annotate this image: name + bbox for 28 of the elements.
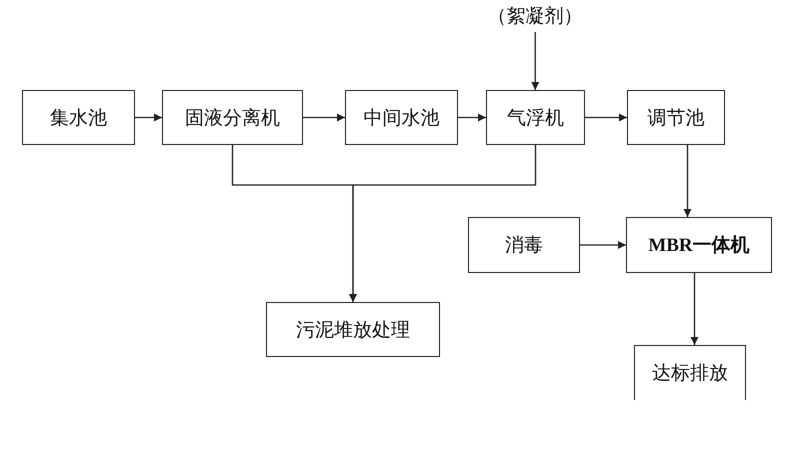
process-box xyxy=(627,90,725,145)
box-label: MBR一体机 xyxy=(648,234,750,258)
box-label: 集水池 xyxy=(50,106,107,130)
box-label: 固液分离机 xyxy=(185,106,280,130)
arrow xyxy=(135,114,162,122)
arrow xyxy=(585,114,627,122)
process-box xyxy=(22,90,135,145)
box-label: 消毒 xyxy=(505,234,543,258)
process-box xyxy=(468,217,580,273)
box-label: 气浮机 xyxy=(507,106,564,130)
arrow xyxy=(458,114,486,122)
process-box xyxy=(266,302,440,357)
arrow xyxy=(690,273,698,345)
arrow xyxy=(303,114,345,122)
arrow xyxy=(580,241,626,249)
process-box xyxy=(634,345,746,400)
process-box xyxy=(345,90,458,145)
process-box xyxy=(486,90,585,145)
input-label: （絮凝剂） xyxy=(488,5,582,29)
box-label: 达标排放 xyxy=(652,362,728,386)
box-label: 中间水池 xyxy=(364,106,440,130)
box-label: 调节池 xyxy=(648,106,704,130)
arrow xyxy=(531,32,540,90)
arrow xyxy=(349,145,536,302)
process-box xyxy=(162,90,303,145)
arrow xyxy=(684,145,692,217)
process-box xyxy=(626,217,772,273)
box-label: 污泥堆放处理 xyxy=(296,318,410,342)
